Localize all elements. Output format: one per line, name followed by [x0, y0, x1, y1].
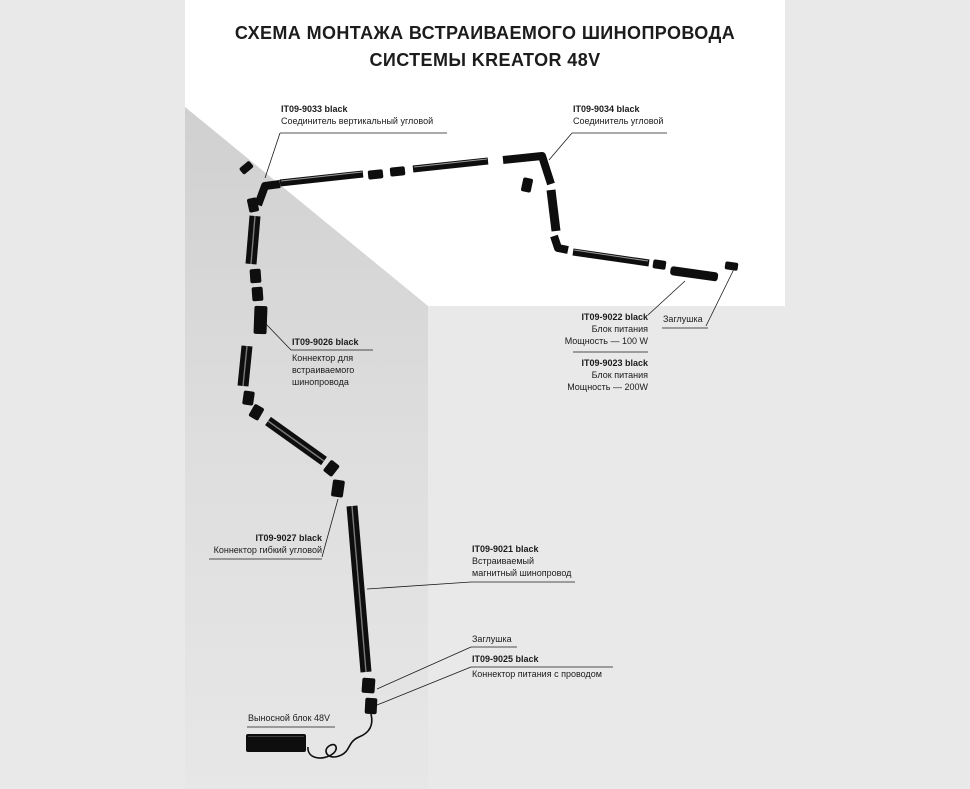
- label-psu-100: IT09-9022 black Блок питания Мощность — …: [525, 311, 648, 347]
- corner-connector-9033: [239, 161, 281, 213]
- connector-part: [239, 161, 254, 175]
- label-endcap-bottom: Заглушка: [472, 633, 512, 645]
- endcap-bottom-part: [361, 677, 376, 694]
- label-endcap-right: Заглушка: [663, 313, 703, 325]
- scheme-drawing: [185, 0, 785, 789]
- label-track: IT09-9021 black Встраиваемый магнитный ш…: [472, 543, 571, 579]
- callout-leader: [265, 323, 292, 351]
- callout-leader: [376, 666, 472, 706]
- part-code: IT09-9022 black: [581, 312, 648, 322]
- track-slot: [267, 420, 325, 462]
- title-line-1: СХЕМА МОНТАЖА ВСТРАИВАЕМОГО ШИНОПРОВОДА: [234, 23, 736, 43]
- track-segment: [412, 157, 489, 173]
- part-code: IT09-9033 black: [281, 104, 348, 114]
- part-code: IT09-9027 black: [255, 533, 322, 543]
- label-flex-corner-connector: IT09-9027 black Коннектор гибкий угловой: [195, 532, 322, 556]
- part-code: IT09-9034 black: [573, 104, 640, 114]
- part-desc: Выносной блок 48V: [248, 713, 331, 723]
- label-recessed-connector: IT09-9026 black Коннектор для встраиваем…: [292, 336, 359, 388]
- connector-part: [652, 259, 667, 270]
- recessed-connector-9026: [253, 305, 268, 335]
- ceiling-track-run: [279, 157, 489, 187]
- part-desc: Встраиваемый: [472, 556, 535, 566]
- remote-power-block: [246, 734, 306, 752]
- part-desc: Коннектор для: [292, 353, 354, 363]
- track-slot: [413, 158, 488, 168]
- part-code: IT09-9021 black: [472, 544, 539, 554]
- callout-leader: [264, 132, 281, 179]
- part-desc: магнитный шинопровод: [472, 568, 572, 578]
- part-desc: Соединитель вертикальный угловой: [281, 116, 434, 126]
- part-desc: Мощность — 200W: [567, 382, 648, 392]
- track-slot: [250, 215, 256, 265]
- track-slot: [280, 171, 363, 182]
- part-desc: Блок питания: [591, 324, 648, 334]
- callout-leader: [647, 280, 686, 316]
- wall-track-run: [237, 215, 378, 759]
- label-power-connector: IT09-9025 black Коннектор питания с пров…: [472, 653, 602, 680]
- endcap-right-part: [724, 261, 739, 271]
- part-desc: Заглушка: [663, 314, 703, 324]
- label-remote-block: Выносной блок 48V: [248, 712, 330, 724]
- corner-connector: [550, 234, 569, 254]
- callout-leader: [705, 268, 735, 327]
- label-psu-200: IT09-9023 black Блок питания Мощность — …: [525, 357, 648, 393]
- part-desc: Мощность — 100 W: [564, 336, 648, 346]
- callout-leader: [376, 646, 472, 690]
- part-desc: Коннектор гибкий угловой: [213, 545, 322, 555]
- corner-connector: [502, 152, 555, 186]
- connector-part: [242, 390, 255, 406]
- flex-corner-connector-9027: [323, 460, 340, 477]
- label-connector-vertical-corner: IT09-9033 black Соединитель вертикальный…: [281, 103, 433, 127]
- callout-leader: [366, 581, 472, 590]
- connector-part: [251, 286, 264, 302]
- part-code: IT09-9026 black: [292, 337, 359, 347]
- part-code: IT09-9025 black: [472, 654, 539, 664]
- power-supply-block: [670, 266, 719, 282]
- ceiling-plane: [185, 0, 785, 306]
- part-desc: Соединитель угловой: [573, 116, 664, 126]
- label-connector-corner: IT09-9034 black Соединитель угловой: [573, 103, 663, 127]
- right-track-run: [546, 189, 739, 282]
- connector-part: [367, 169, 384, 180]
- leader-lines: [209, 132, 735, 728]
- connector-part: [389, 166, 406, 177]
- part-desc: Заглушка: [472, 634, 512, 644]
- part-desc: шинопровода: [292, 377, 349, 387]
- corner-connector: [254, 180, 281, 207]
- part-desc: Коннектор питания с проводом: [472, 669, 602, 679]
- diagram-panel: СХЕМА МОНТАЖА ВСТРАИВАЕМОГО ШИНОПРОВОДА …: [185, 0, 785, 789]
- part-code: IT09-9023 black: [581, 358, 648, 368]
- part-desc: Блок питания: [591, 370, 648, 380]
- remote-block-body: [246, 734, 306, 752]
- track-slot: [242, 345, 248, 387]
- callout-leader: [321, 498, 339, 558]
- callout-leader: [548, 132, 573, 161]
- power-connector-9025: [364, 697, 378, 715]
- power-cable-wire: [307, 713, 373, 759]
- corner-connector-9034: [502, 152, 555, 193]
- track-segment: [279, 170, 364, 187]
- connector-part: [247, 197, 259, 213]
- track-segment: [572, 248, 650, 267]
- connector-part: [249, 268, 262, 284]
- page-title: СХЕМА МОНТАЖА ВСТРАИВАЕМОГО ШИНОПРОВОДА …: [185, 20, 785, 74]
- track-slot: [351, 505, 367, 673]
- track-segment: [546, 189, 561, 232]
- title-line-2: СИСТЕМЫ KREATOR 48V: [369, 50, 601, 70]
- part-desc: встраиваемого: [292, 365, 355, 375]
- connector-part: [248, 404, 264, 421]
- connector-part: [331, 479, 345, 498]
- connector-part: [521, 177, 533, 193]
- track-slot: [573, 249, 649, 262]
